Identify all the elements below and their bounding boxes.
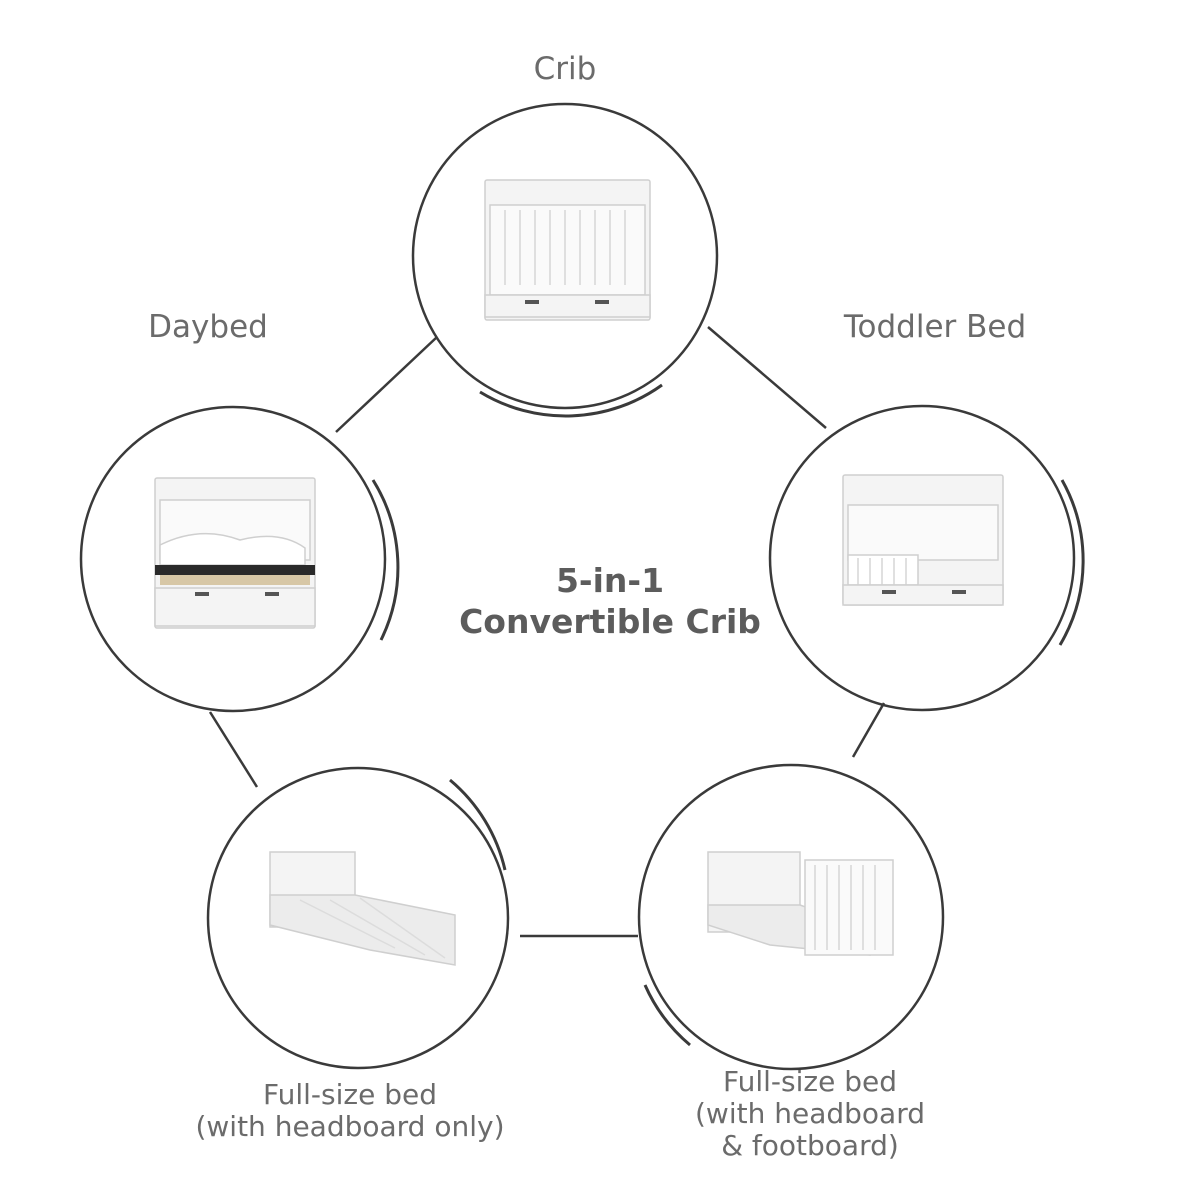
crib-circle	[411, 102, 719, 410]
full-head-foot-label: Full-size bed (with headboard & footboar…	[665, 1065, 955, 1163]
crib-accent-arc	[479, 383, 663, 418]
full-head-foot-label-line1: Full-size bed	[723, 1065, 897, 1098]
center-title-line2: Convertible Crib	[459, 602, 761, 642]
full-head-foot-label-line3: & footboard)	[721, 1129, 899, 1163]
full-headboard-circle	[206, 766, 510, 1070]
full-head-foot-accent-arc	[643, 984, 691, 1047]
connector-toddler-fullfoot	[851, 702, 886, 758]
full-headboard-label-line1: Full-size bed	[263, 1078, 437, 1111]
full-headboard-accent-arc	[449, 778, 507, 871]
full-headboard-label: Full-size bed (with headboard only)	[170, 1078, 530, 1144]
toddler-bed-label: Toddler Bed	[843, 309, 1027, 345]
crib-label: Crib	[533, 51, 597, 87]
full-head-foot-image	[707, 851, 894, 956]
full-head-foot-label-line2: (with headboard	[695, 1097, 925, 1131]
full-headboard-label-line2: (with headboard only)	[195, 1110, 505, 1144]
daybed-label: Daybed	[148, 309, 268, 345]
connector-crib-daybed	[335, 336, 438, 433]
toddler-accent-arc	[1058, 479, 1085, 646]
crib-image	[484, 179, 651, 321]
daybed-image	[154, 477, 316, 629]
full-headboard-image	[269, 851, 456, 966]
full-head-foot-circle	[637, 763, 945, 1071]
connector-crib-toddler	[707, 326, 827, 429]
daybed-circle	[79, 405, 387, 713]
daybed-accent-arc	[371, 479, 400, 641]
toddler-bed-circle	[768, 404, 1076, 712]
toddler-bed-image	[842, 474, 1004, 606]
center-title-line1: 5-in-1	[555, 561, 665, 600]
center-title: 5-in-1 Convertible Crib	[400, 560, 820, 643]
connector-daybed-fullhead	[208, 711, 259, 788]
